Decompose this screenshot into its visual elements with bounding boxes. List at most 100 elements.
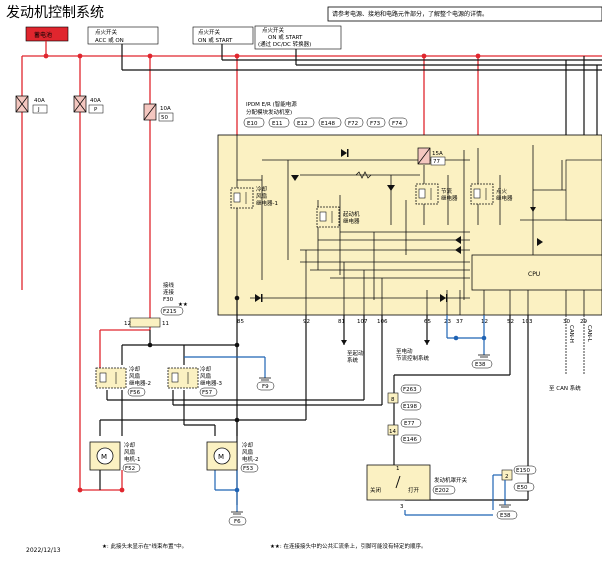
conn-e77-box <box>400 418 422 428</box>
starter-sys-arrow <box>341 340 347 345</box>
relay-fan1-l1: 冷却 <box>256 185 268 193</box>
joint-l2: 连接 <box>163 288 175 296</box>
fuse-f2 <box>73 95 87 113</box>
relay-fan1 <box>230 187 254 209</box>
r-e50-box <box>513 482 535 492</box>
fan-relay-3-l3: 继电器-3 <box>200 379 222 387</box>
relay-ign <box>470 183 494 205</box>
fuse-f1-amp: 40A <box>34 98 45 104</box>
ground-f9: F9 <box>262 384 269 390</box>
conn-e146-box <box>400 434 422 444</box>
ipdm-internal-wires <box>236 135 602 300</box>
fuse-f1 <box>15 95 29 113</box>
can-h-label: CAN-H <box>568 325 574 343</box>
hood-closed: 关闭 <box>370 486 381 494</box>
pin-85: 85 <box>237 319 244 325</box>
joint-l3: F30 <box>163 297 174 303</box>
ign-on-1: 点火开关 <box>198 28 221 36</box>
ipdm-pin-wires <box>305 250 585 315</box>
fuse-f4-amp: 15A <box>432 151 443 157</box>
fuse-f4-id: 77 <box>433 159 440 165</box>
note-box <box>327 6 602 22</box>
blue-junctions <box>234 335 487 493</box>
ground-e38b-box <box>496 510 518 520</box>
hood-conn: E202 <box>435 488 449 494</box>
fuse-f1-id-box <box>32 104 48 114</box>
red-wires <box>21 41 602 491</box>
joint-l1: 接线 <box>163 281 175 289</box>
hood-conn-box <box>432 485 456 495</box>
pin-65: 65 <box>424 319 431 325</box>
relay-fan1-l2: 风扇 <box>256 192 267 200</box>
fan-relay-3 <box>167 367 199 389</box>
joint-connector <box>129 317 161 328</box>
pin-37: 37 <box>456 319 463 325</box>
ipdm-conn-1: E11 <box>272 121 282 127</box>
footer-note-1: ★: 此接头未显示在"线束布置"中。 <box>102 542 187 550</box>
fuse-f1-id: J <box>37 107 40 113</box>
ground-f9-symbol <box>259 377 271 381</box>
relay-starter-l1: 起动机 <box>343 210 360 218</box>
ipdm-conn-5: F73 <box>370 121 381 127</box>
fan-relay-3-l2: 风扇 <box>200 372 211 380</box>
ipdm-conn-2: E12 <box>297 121 307 127</box>
fan-motor-1-l3: 电机-1 <box>124 455 140 463</box>
pin-8-box <box>387 392 399 404</box>
hood-switch-contact <box>395 475 401 489</box>
fan-relay-2 <box>95 367 127 389</box>
fan-motor-2-l2: 风扇 <box>242 448 253 456</box>
ign-on-box <box>192 26 254 45</box>
fuse-f2-id: P <box>94 107 98 113</box>
r-pin2-box <box>501 469 513 481</box>
can-sys: 至 CAN 系统 <box>549 384 581 392</box>
fan-relay-2-l2: 风扇 <box>129 372 140 380</box>
fan-relay-2-l3: 继电器-2 <box>129 379 151 387</box>
fan-motor-1-l2: 风扇 <box>124 448 135 456</box>
fan-relay-3-l1: 冷却 <box>200 365 212 373</box>
starter-sys-2: 系统 <box>347 356 359 364</box>
ipdm-conn-3: E148 <box>321 121 335 127</box>
hood-switch-box <box>366 464 431 501</box>
fuse-f3-id: 50 <box>161 115 168 121</box>
r-pin2: 2 <box>505 474 509 480</box>
ground-e38b-symbol <box>499 504 511 508</box>
cpu-label: CPU <box>528 271 540 278</box>
joint-stars: ★★ <box>178 302 188 308</box>
red-junctions <box>43 53 481 493</box>
fuse-f4-id-box <box>430 156 446 166</box>
fan-relay-3-conn-box <box>199 387 218 397</box>
ground-e38b: E38 <box>500 513 511 519</box>
fan-motor-2-l3: 电机-2 <box>242 455 258 463</box>
fan-motor-1-conn: F52 <box>125 466 135 472</box>
ipdm-connectors <box>243 117 408 128</box>
conn-f263: F263 <box>403 387 417 393</box>
joint-conn-box <box>160 306 184 316</box>
ign-start-box <box>254 25 342 50</box>
conn-e198-box <box>400 401 422 411</box>
hood-pin1: 1 <box>396 466 400 472</box>
throttle-sys-2: 节流控制系统 <box>396 354 430 362</box>
conn-f263-box <box>400 384 422 394</box>
fan-motor-2: M <box>206 441 238 471</box>
ign-acc-1: 点火开关 <box>95 28 118 36</box>
hood-pin3: 3 <box>400 504 404 510</box>
ipdm-diodes <box>255 149 543 302</box>
r-e150-box <box>513 465 537 475</box>
ground-e38a: E38 <box>475 362 486 368</box>
fan-motor-2-conn: F53 <box>243 466 254 472</box>
fuse-f2-amp: 40A <box>90 98 101 104</box>
throttle-sys-1: 至电动 <box>396 347 413 355</box>
relay-throttle-l2: 继电器 <box>441 194 458 202</box>
ipdm-right-block <box>565 159 602 221</box>
fan-motor-1-l1: 冷却 <box>124 441 136 449</box>
ign-acc-2: ACC 或 ON <box>95 36 124 44</box>
ground-f9-box <box>256 381 275 391</box>
ground-f6-box <box>228 516 247 526</box>
lower-black-wires <box>99 298 529 505</box>
ground-f6-symbol <box>231 511 243 515</box>
fan-motor-1: M <box>89 441 121 471</box>
pin-107: 107 <box>357 319 368 325</box>
fan-relay-3-conn: F57 <box>202 390 213 396</box>
ign-acc-box <box>87 26 159 45</box>
footer-date: 2022/12/13 <box>26 547 61 554</box>
